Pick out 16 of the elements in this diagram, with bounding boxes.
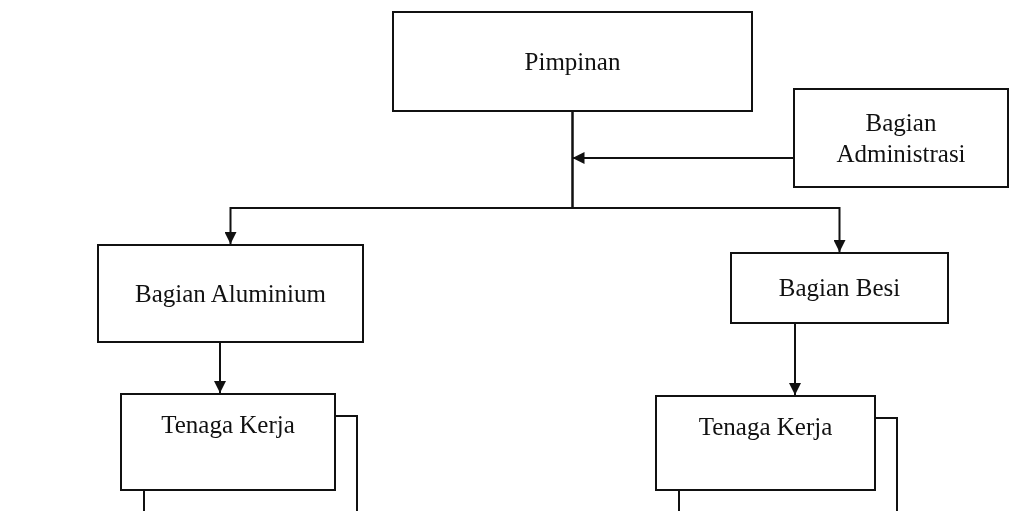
box-label: Bagian Administrasi (835, 107, 967, 169)
org-box (793, 88, 1009, 188)
arrow (789, 323, 801, 396)
org-box (97, 244, 364, 343)
box-label: Bagian Aluminium (135, 278, 326, 309)
org-box (120, 393, 336, 491)
org-box (392, 11, 753, 112)
arrow (571, 152, 794, 164)
arrow (571, 111, 846, 253)
org-box (655, 395, 876, 491)
box-label: Bagian Besi (778, 273, 901, 304)
org-box (730, 252, 949, 324)
box-label: Tenaga Kerja (698, 412, 833, 442)
arrow (214, 342, 226, 394)
box-label: Pimpinan (524, 46, 621, 77)
box-label: Tenaga Kerja (161, 410, 295, 440)
